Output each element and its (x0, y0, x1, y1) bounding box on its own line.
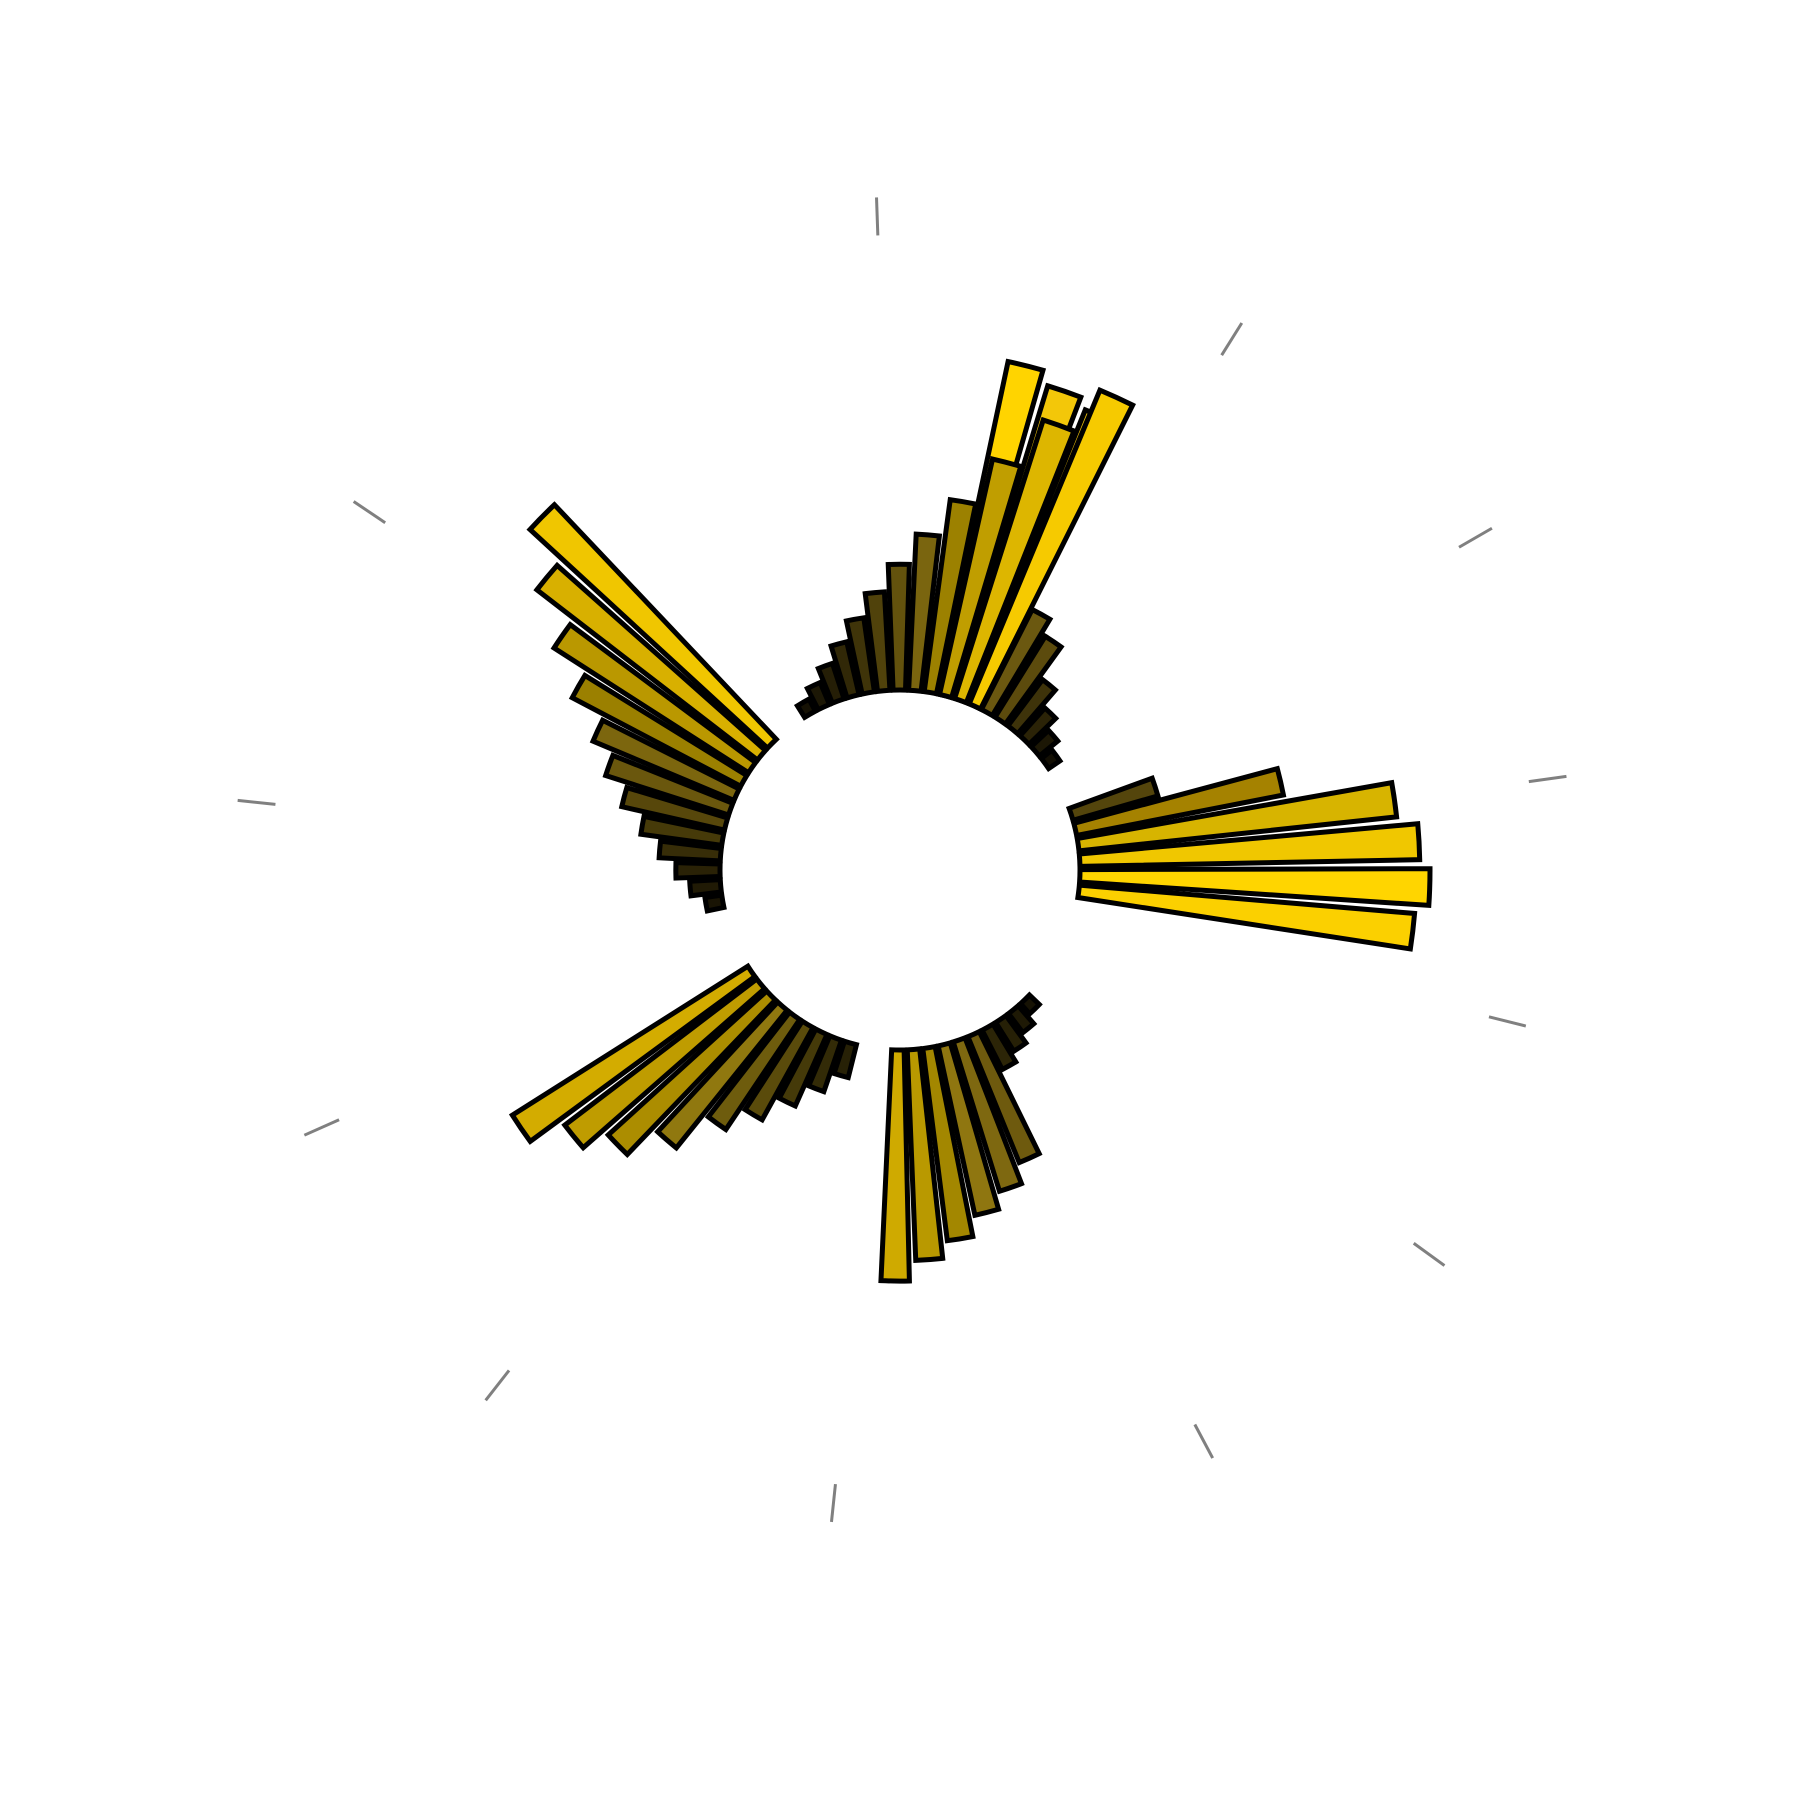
radial-bar[interactable] (936, 456, 1024, 701)
radial-bar[interactable] (550, 621, 760, 777)
radial-bar[interactable] (935, 1039, 1002, 1219)
radial-tick-mark (1412, 1242, 1446, 1267)
radial-bar[interactable] (804, 679, 833, 714)
radial-tick-mark (484, 1369, 511, 1402)
radial-bar[interactable] (1075, 882, 1418, 952)
radial-bar[interactable] (1016, 704, 1060, 748)
radial-tick-layer (237, 197, 1567, 1523)
radial-bar[interactable] (843, 614, 878, 697)
radial-bar[interactable] (602, 752, 737, 819)
radial-bar[interactable] (1004, 676, 1059, 738)
radial-bar[interactable] (878, 1047, 912, 1284)
radial-bar[interactable] (978, 606, 1054, 719)
radial-tick-mark (1220, 322, 1244, 357)
radial-bar[interactable] (775, 1025, 831, 1110)
radial-bar[interactable] (568, 672, 751, 790)
radial-bar[interactable] (1065, 775, 1162, 824)
radial-bar[interactable] (965, 386, 1136, 713)
radial-bar[interactable] (1027, 726, 1062, 760)
radial-bar[interactable] (654, 998, 791, 1152)
radial-bar[interactable] (1076, 821, 1423, 869)
radial-bar[interactable] (508, 962, 759, 1145)
radial-tick-mark (303, 1118, 340, 1137)
radial-bar[interactable] (1070, 765, 1287, 839)
radial-bar[interactable] (991, 632, 1065, 728)
radial-bar[interactable] (589, 716, 743, 804)
radial-bar[interactable] (827, 638, 863, 702)
radial-bar[interactable] (862, 589, 893, 695)
radial-tick-mark (352, 500, 387, 524)
radial-bar[interactable] (815, 660, 848, 707)
radial-bar[interactable] (526, 501, 780, 752)
radial-bar-layer (508, 358, 1433, 1284)
radial-bar[interactable] (1074, 779, 1400, 854)
radial-bar[interactable] (978, 1020, 1020, 1073)
radial-bar[interactable] (673, 859, 723, 881)
radial-bar[interactable] (702, 892, 727, 914)
radial-tick-mark (1488, 1015, 1527, 1028)
radial-bar[interactable] (561, 975, 769, 1152)
radial-bar[interactable] (830, 1038, 860, 1081)
radial-bar[interactable] (656, 838, 725, 864)
radial-bar[interactable] (604, 987, 779, 1158)
radial-bar[interactable] (950, 1034, 1025, 1195)
radial-bar[interactable] (704, 1008, 804, 1133)
radial-tick-mark (1193, 1423, 1214, 1459)
radial-tick-mark (875, 197, 880, 236)
radial-bar[interactable] (992, 1012, 1030, 1055)
radial-bar[interactable] (533, 561, 769, 764)
radial-bar[interactable] (920, 1043, 976, 1244)
radial-bar[interactable] (805, 1032, 845, 1095)
radial-bar[interactable] (618, 784, 731, 834)
radial-bar[interactable] (793, 695, 819, 721)
radial-bar[interactable] (1016, 991, 1043, 1018)
radial-bar[interactable] (1076, 866, 1433, 909)
radial-tick-mark (829, 1483, 837, 1523)
radial-bar[interactable] (1037, 746, 1064, 773)
radial-bar[interactable] (964, 1028, 1043, 1166)
radial-bar[interactable] (921, 496, 979, 697)
radial-bar[interactable] (906, 531, 943, 695)
radial-bar[interactable] (885, 561, 912, 693)
radial-tick-mark (237, 798, 276, 806)
radial-tick-mark (1458, 526, 1493, 549)
radial-bar[interactable] (687, 877, 725, 899)
radial-bar[interactable] (1004, 1002, 1038, 1037)
radial-bar[interactable] (638, 813, 727, 849)
radial-bar[interactable] (741, 1017, 817, 1124)
radial-tick-mark (1528, 774, 1567, 784)
radial-bar[interactable] (904, 1046, 946, 1263)
radial-bar[interactable] (951, 416, 1078, 706)
